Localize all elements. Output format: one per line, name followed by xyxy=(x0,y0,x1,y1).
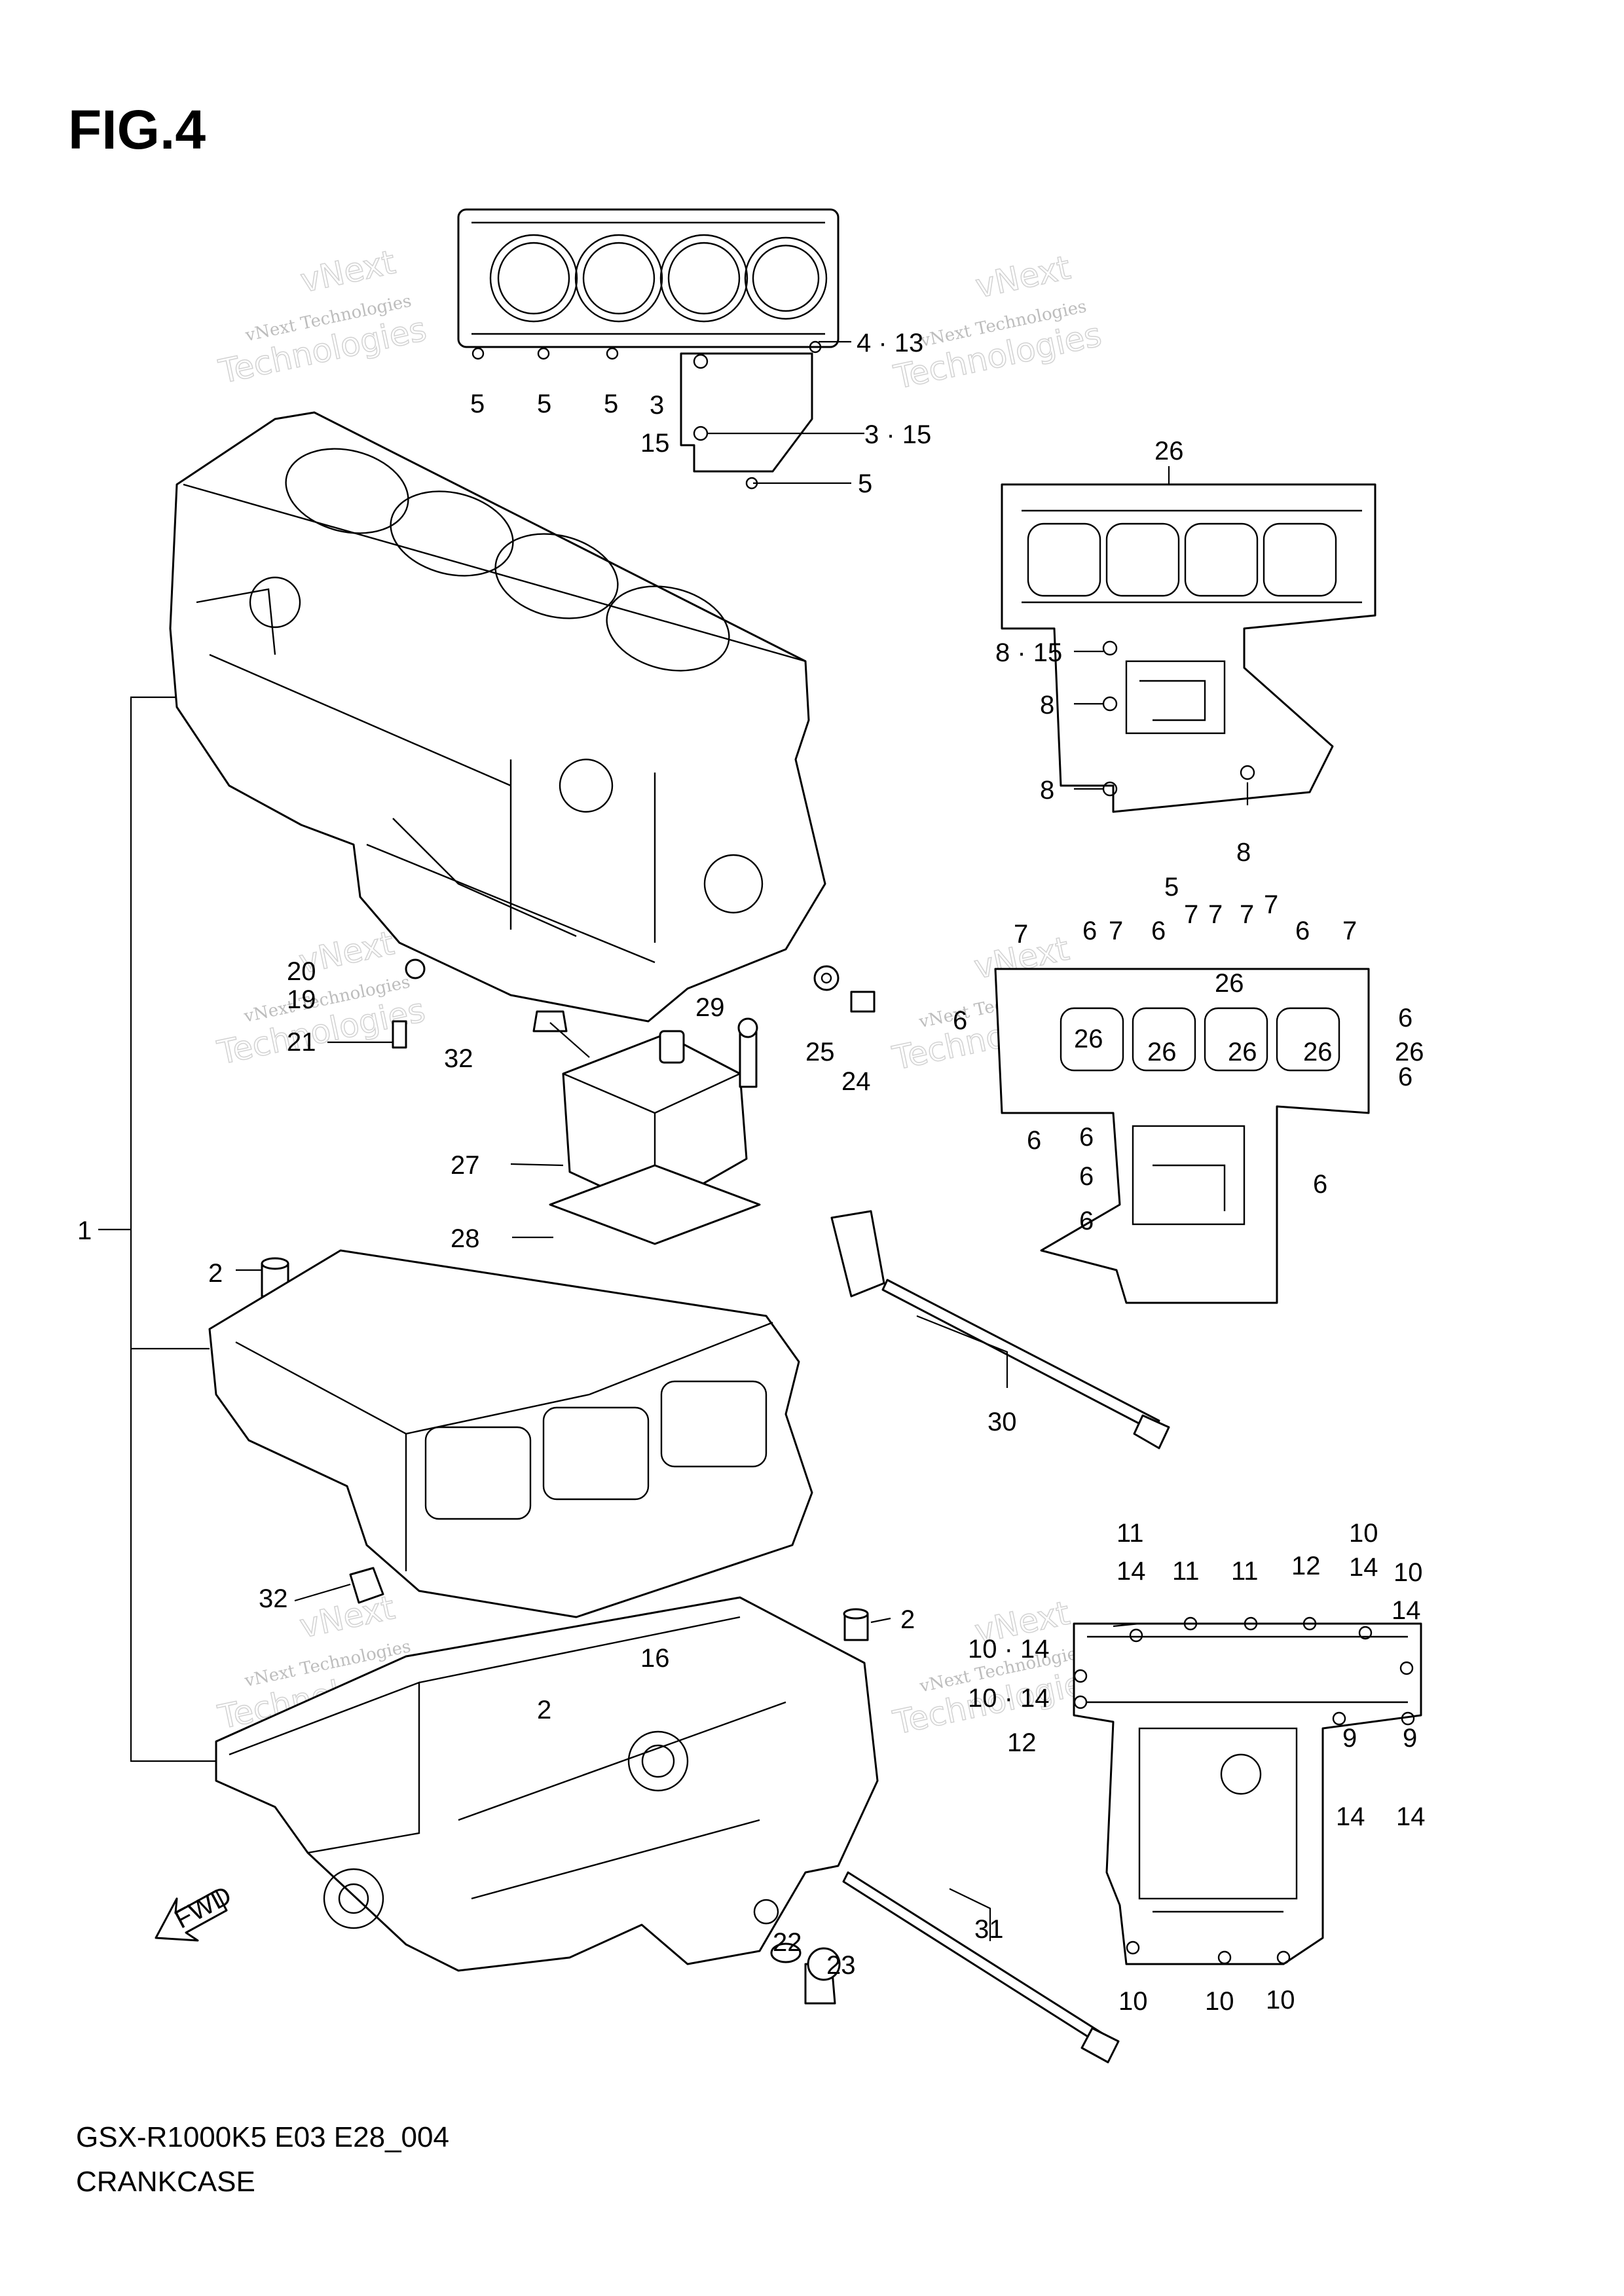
callout-10: 10 xyxy=(1118,1987,1148,2016)
callout-8: 8 xyxy=(1236,838,1251,867)
callout-10-14: 10 · 14 xyxy=(968,1635,1050,1664)
callout-25: 25 xyxy=(805,1038,835,1066)
callout-32: 32 xyxy=(259,1584,288,1613)
section-name: CRANKCASE xyxy=(76,2166,255,2198)
callout-30: 30 xyxy=(987,1408,1017,1436)
breather-cover-drawing xyxy=(549,1030,761,1245)
callout-10-14: 10 · 14 xyxy=(968,1684,1050,1713)
callout-10: 10 xyxy=(1393,1558,1423,1587)
callout-22: 22 xyxy=(773,1928,802,1957)
callout-1: 1 xyxy=(77,1216,92,1245)
callout-6: 6 xyxy=(1151,917,1166,945)
callout-6: 6 xyxy=(1079,1123,1094,1152)
callout-26: 26 xyxy=(1228,1038,1257,1066)
callout-23: 23 xyxy=(826,1951,856,1980)
callout-14: 14 xyxy=(1396,1802,1426,1831)
callout-14: 14 xyxy=(1392,1596,1421,1625)
callout-31: 31 xyxy=(974,1915,1004,1944)
callout-6: 6 xyxy=(1079,1207,1094,1235)
callout-21: 21 xyxy=(287,1028,316,1057)
forward-arrow-icon: FWD xyxy=(155,1881,236,1942)
callout-16: 16 xyxy=(640,1644,670,1673)
callout-labels: 1 2 2 2 4 · 13 5 5 5 3 15 3 · 15 5 26 8 … xyxy=(77,329,1426,2016)
callout-10: 10 xyxy=(1349,1519,1378,1548)
callout-14: 14 xyxy=(1336,1802,1365,1831)
callout-26: 26 xyxy=(1303,1038,1333,1066)
callout-26: 26 xyxy=(1215,969,1244,998)
callout-2: 2 xyxy=(900,1605,915,1634)
callout-5: 5 xyxy=(537,390,551,418)
callout-11: 11 xyxy=(1231,1557,1259,1586)
long-bolt-drawings xyxy=(842,1279,1170,2064)
model-code: GSX-R1000K5 E03 E28_004 xyxy=(76,2121,449,2153)
callout-15: 15 xyxy=(640,429,670,458)
callout-26: 26 xyxy=(1074,1025,1103,1053)
callout-11: 11 xyxy=(1116,1519,1144,1548)
callout-26: 26 xyxy=(1154,437,1184,465)
figure-title: FIG.4 xyxy=(68,99,206,160)
callout-24: 24 xyxy=(841,1067,871,1096)
callout-3: 3 xyxy=(650,391,664,420)
cylinder-block-view xyxy=(1001,483,1376,813)
callout-7: 7 xyxy=(1208,900,1223,929)
callout-14: 14 xyxy=(1116,1557,1146,1586)
callout-9: 9 xyxy=(1403,1724,1417,1753)
callout-6: 6 xyxy=(1079,1162,1094,1191)
callout-9: 9 xyxy=(1342,1724,1357,1753)
callout-12: 12 xyxy=(1007,1728,1037,1757)
callout-32: 32 xyxy=(444,1044,473,1073)
callout-7: 7 xyxy=(1240,900,1254,929)
callout-14: 14 xyxy=(1349,1553,1378,1582)
callout-8-15: 8 · 15 xyxy=(995,638,1062,667)
callout-2: 2 xyxy=(537,1696,551,1724)
callout-7: 7 xyxy=(1014,920,1028,949)
callout-5: 5 xyxy=(470,390,485,418)
assembly-bracket xyxy=(130,696,216,1762)
watermark-text: vNext xyxy=(297,243,399,300)
cylinder-gasket-view xyxy=(457,208,840,490)
callout-8: 8 xyxy=(1040,776,1054,805)
callout-6: 6 xyxy=(1398,1004,1412,1032)
callout-5: 5 xyxy=(1164,873,1179,902)
callout-6: 6 xyxy=(1082,917,1097,945)
callout-28: 28 xyxy=(451,1224,480,1253)
callout-12: 12 xyxy=(1291,1552,1321,1580)
callout-6: 6 xyxy=(1313,1170,1327,1199)
callout-27: 27 xyxy=(451,1151,480,1180)
callout-8: 8 xyxy=(1040,691,1054,720)
callout-20: 20 xyxy=(287,957,316,986)
callout-26: 26 xyxy=(1147,1038,1177,1066)
callout-3-15: 3 · 15 xyxy=(864,420,931,449)
callout-7: 7 xyxy=(1184,900,1198,929)
middle-case-view xyxy=(994,968,1370,1304)
fwd-label: FWD xyxy=(170,1881,236,1935)
callout-10: 10 xyxy=(1205,1987,1234,2016)
leader-lines xyxy=(236,340,1249,1941)
callout-2: 2 xyxy=(208,1259,223,1288)
callout-4-13: 4 · 13 xyxy=(857,329,923,357)
callout-7: 7 xyxy=(1109,917,1123,945)
middle-crankcase-drawing xyxy=(208,1210,885,1618)
callout-6: 6 xyxy=(1027,1126,1041,1155)
callout-6: 6 xyxy=(1295,917,1310,945)
callout-10: 10 xyxy=(1266,1986,1295,2014)
callout-7: 7 xyxy=(1342,917,1357,945)
callout-26: 26 xyxy=(1395,1038,1424,1066)
callout-6: 6 xyxy=(1398,1063,1412,1091)
callout-19: 19 xyxy=(287,985,316,1014)
upper-crankcase-drawing xyxy=(169,411,826,1023)
callout-29: 29 xyxy=(695,993,725,1022)
lower-crankcase-drawing xyxy=(215,1596,879,1972)
callout-11: 11 xyxy=(1172,1557,1200,1586)
callout-7: 7 xyxy=(1264,890,1278,919)
callout-5: 5 xyxy=(604,390,618,418)
callout-6: 6 xyxy=(953,1006,967,1035)
watermark-text: vNext xyxy=(972,248,1074,305)
watermark-text: vNext xyxy=(297,1588,398,1645)
callout-5: 5 xyxy=(858,469,872,498)
lower-case-view xyxy=(1073,1616,1422,1965)
